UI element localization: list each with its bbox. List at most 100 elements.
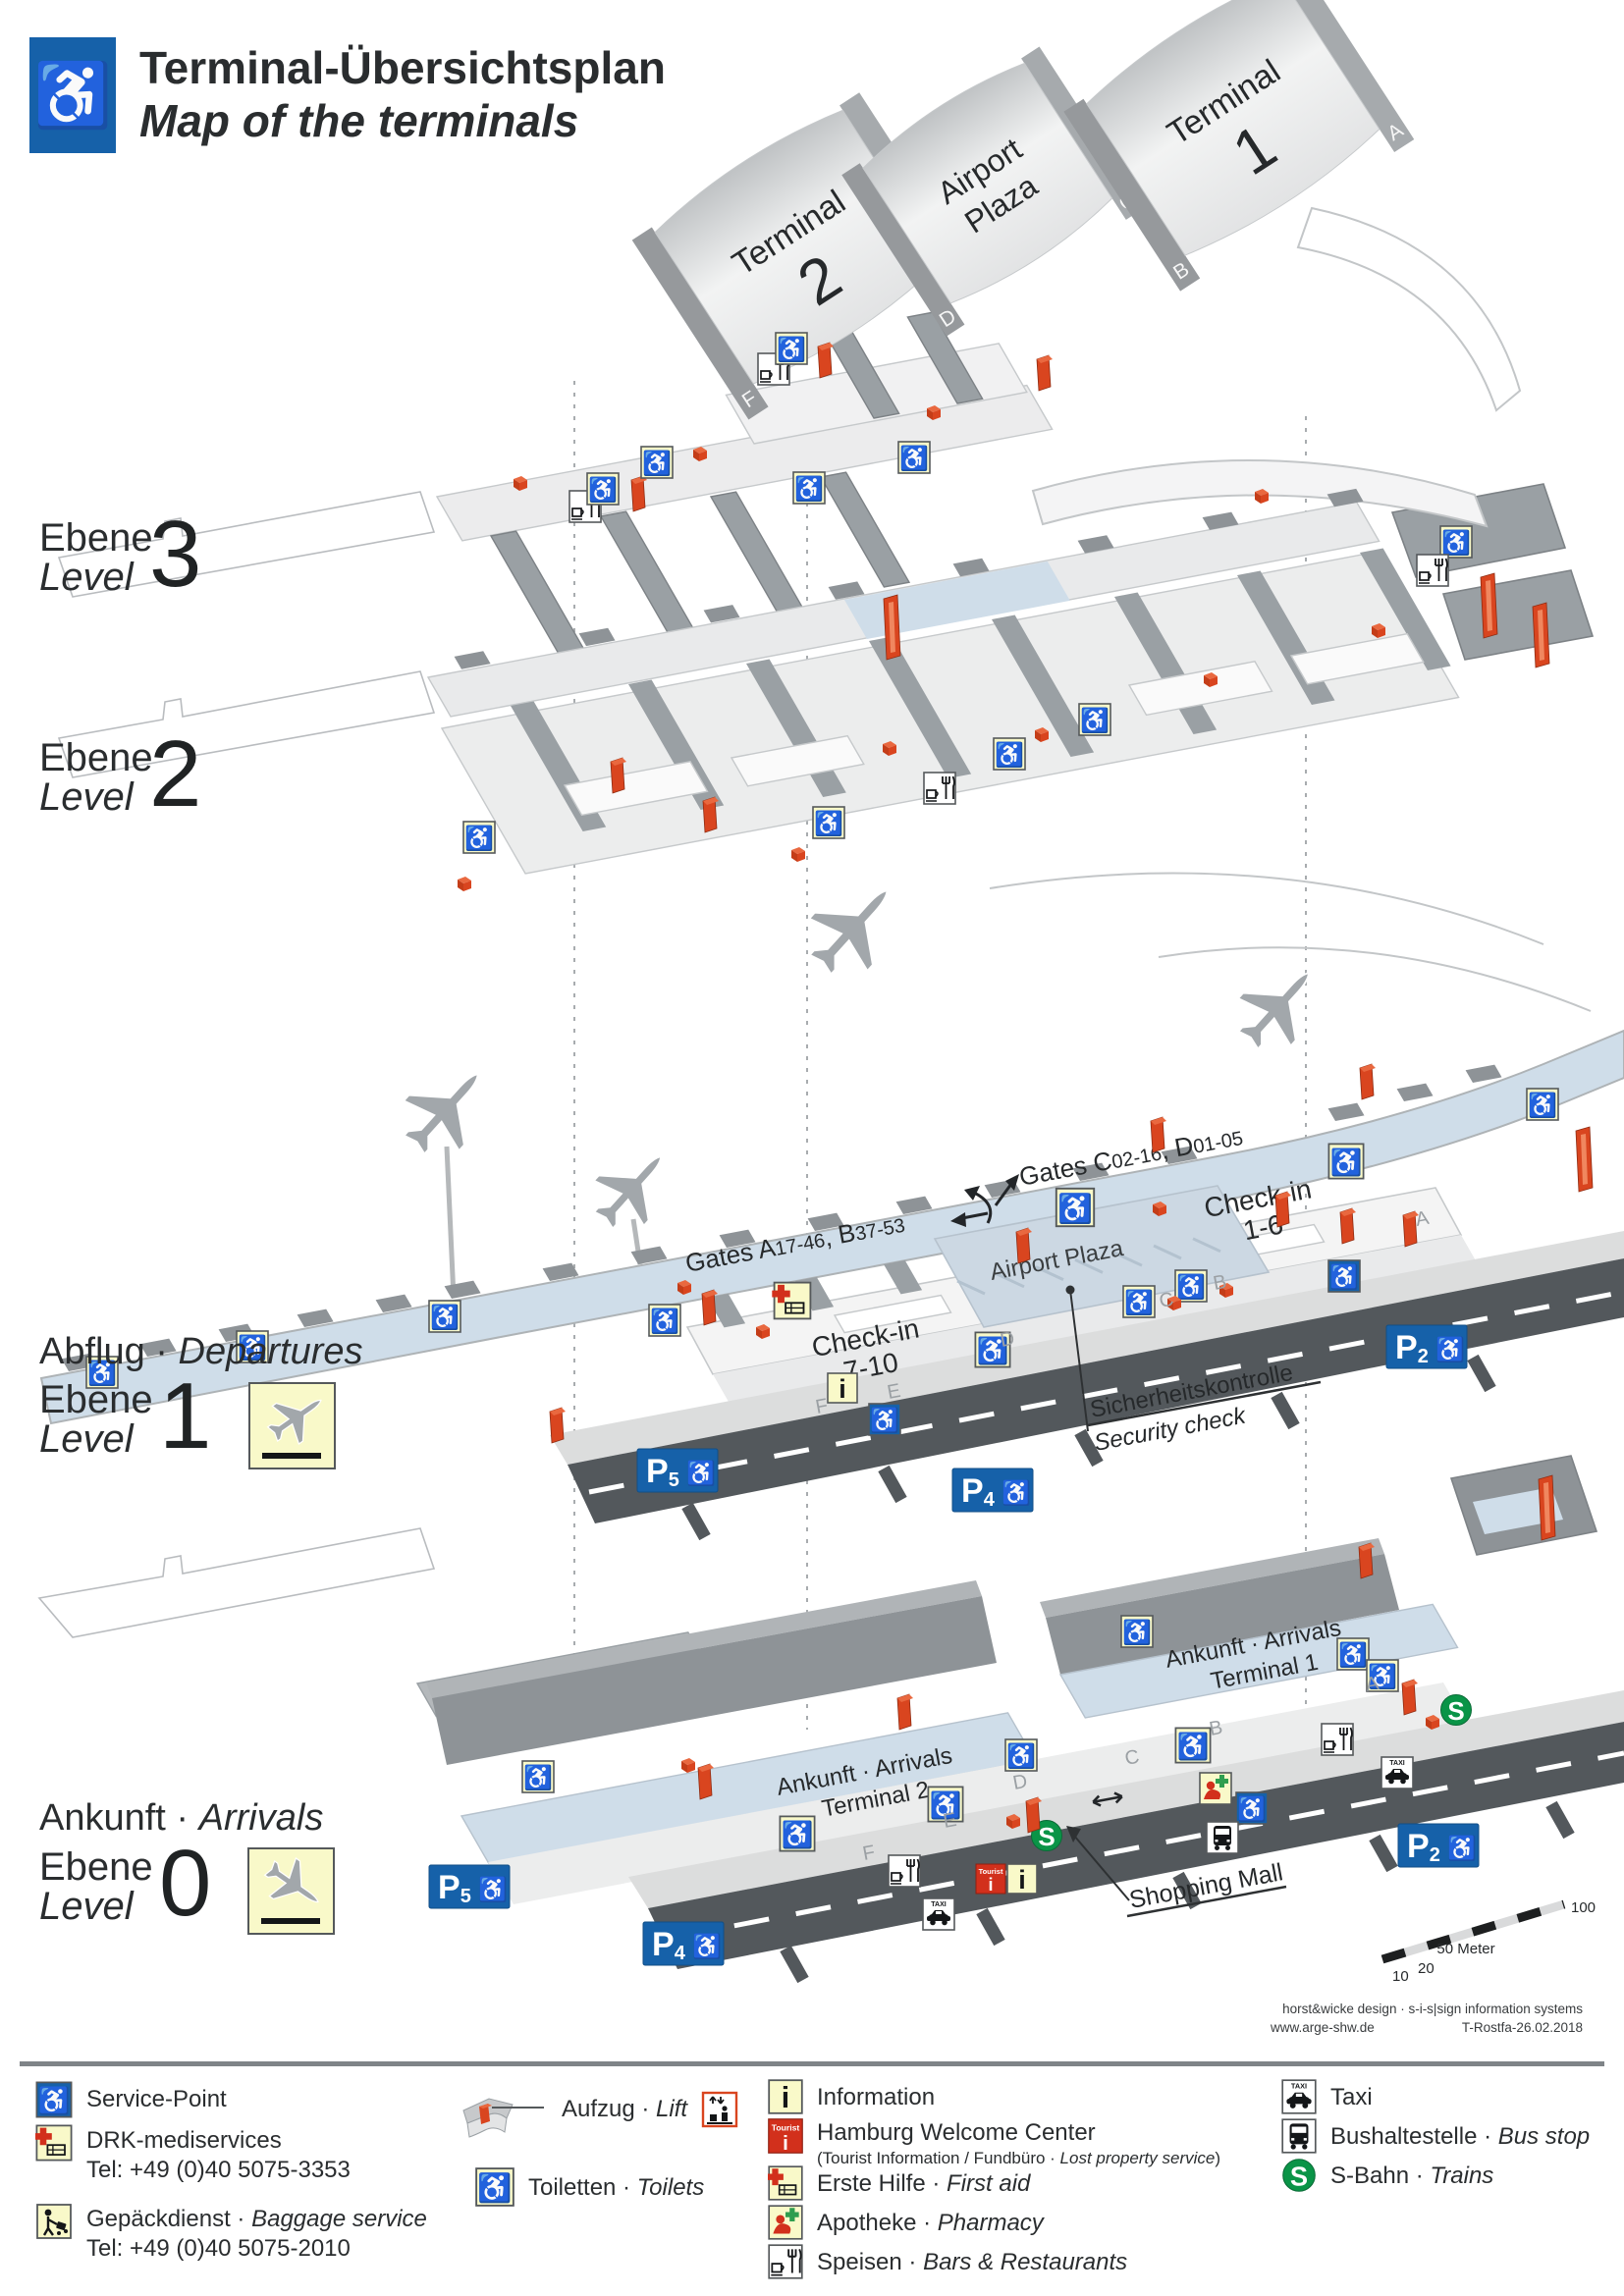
- parking-p2-sign-level0: P2 ♿: [1397, 1823, 1480, 1868]
- svg-text:P2: P2: [1395, 1329, 1429, 1367]
- parking-p4-sign-level1: P4 ♿: [951, 1468, 1034, 1513]
- toilets-icon: [1120, 1615, 1154, 1648]
- legend-bus-stop: Bushaltestelle · Bus stop: [1281, 2118, 1590, 2154]
- toilets-icon: [1055, 1187, 1096, 1228]
- lifttall-icon: [1532, 602, 1550, 668]
- legend-divider: [20, 2061, 1604, 2066]
- service-icon: [1235, 1791, 1269, 1825]
- plane-icon: [789, 863, 918, 992]
- toilets-icon: [1078, 703, 1111, 736]
- service-icon: [1327, 1259, 1361, 1293]
- toilets-icon: [1336, 1637, 1370, 1671]
- toilets-icon: [775, 332, 808, 365]
- baggage-icon: [36, 2204, 72, 2239]
- level-2-level: Level: [39, 775, 134, 819]
- toilets-icon: [897, 441, 931, 474]
- svg-text:P2: P2: [1407, 1828, 1440, 1866]
- credits: horst&wicke design · s-i-s|sign informat…: [1270, 2002, 1583, 2035]
- curb-letter-c: C: [1158, 1289, 1175, 1312]
- legend-lift: Aufzug · Lift: [458, 2091, 738, 2142]
- toilets-icon: [428, 1300, 461, 1333]
- level-1-label: Ebene Level: [39, 1380, 153, 1459]
- legend-taxi: Taxi: [1281, 2079, 1373, 2114]
- svg-text:♿: ♿: [478, 1876, 508, 1903]
- food-icon: [1321, 1723, 1354, 1756]
- toilets-icon: [640, 446, 674, 479]
- toilets-icon: [1327, 1143, 1365, 1180]
- level-2-ebene: Ebene: [39, 736, 153, 779]
- svg-text:♿: ♿: [692, 1933, 722, 1960]
- curb-letter-b: B: [1212, 1271, 1228, 1295]
- legend-information: Information: [768, 2079, 935, 2114]
- level-0-level: Level: [39, 1885, 134, 1928]
- parking-p4-sign-level0: P4 ♿: [642, 1921, 725, 1966]
- legend-pharmacy: Apotheke · Pharmacy: [768, 2205, 1044, 2240]
- arrivals-icon: [247, 1847, 335, 1940]
- terminal-2-roof: Terminal 2 F E: [631, 92, 976, 420]
- arrivals-heading: Ankunft · Arrivals: [39, 1797, 324, 1839]
- cube-icon: [458, 877, 471, 891]
- tourist-icon: [975, 1863, 1006, 1896]
- toilets-icon: [1439, 525, 1473, 559]
- parking-p5-sign-level0: P5 ♿: [428, 1864, 511, 1909]
- cube-icon: [681, 1758, 695, 1773]
- page-title: Terminal-Übersichtsplan Map of the termi…: [139, 41, 666, 148]
- level-0-ebene: Ebene: [39, 1845, 153, 1889]
- curb-letter-d: D: [999, 1328, 1016, 1352]
- svg-text:P4: P4: [652, 1926, 686, 1964]
- legend-first-aid: Erste Hilfe · First aid: [768, 2165, 1030, 2201]
- terminal-1-roof: Terminal 1 B A: [1063, 0, 1415, 292]
- curb-letter-f: F: [861, 1842, 877, 1865]
- service-icon: [868, 1403, 901, 1436]
- legend-sbahn: S-Bahn · Trains: [1281, 2158, 1493, 2193]
- curb-letter-d: D: [1011, 1771, 1029, 1794]
- lift-sign-icon: [701, 2091, 738, 2128]
- svg-text:P5: P5: [438, 1869, 471, 1907]
- lifttall-icon: [1575, 1126, 1594, 1193]
- toilets-icon: [993, 737, 1026, 771]
- floor-plans: [37, 206, 1624, 1984]
- scale-50: 50 Meter: [1436, 1941, 1494, 1957]
- lift-icon: [1359, 1063, 1377, 1100]
- toilets-icon: [521, 1760, 555, 1793]
- level-0-label: Ebene Level: [39, 1847, 153, 1926]
- lift-icon: [549, 1407, 567, 1444]
- toilets-icon: [792, 471, 826, 505]
- wheelchair-icon: ♿: [33, 59, 112, 131]
- lift-3d-icon: [462, 2098, 544, 2138]
- svg-text:P4: P4: [961, 1472, 996, 1511]
- credit-url: www.arge-shw.de: [1270, 2020, 1375, 2035]
- drk-icon: [771, 1281, 812, 1320]
- curb-letter-c: C: [1123, 1746, 1141, 1770]
- curb-letter-b: B: [1208, 1717, 1224, 1740]
- toilets-icon: [1526, 1088, 1559, 1121]
- toilets-icon: [1174, 1269, 1208, 1303]
- food-icon: [923, 772, 956, 805]
- svg-text:♿: ♿: [686, 1460, 716, 1487]
- lift-icon: [896, 1693, 914, 1731]
- curb-letter-a: A: [1414, 1207, 1432, 1231]
- bus-icon: [1206, 1821, 1239, 1854]
- cube-icon: [791, 847, 805, 862]
- food-icon: [1416, 554, 1449, 587]
- curb-letter-e: E: [886, 1380, 902, 1404]
- curb-letter-a: A: [1364, 1673, 1381, 1696]
- lifttall-icon: [883, 594, 901, 661]
- lifttall-icon: [1538, 1474, 1556, 1541]
- departures-heading: Abflug · Departures: [39, 1331, 363, 1372]
- info-icon: [1006, 1863, 1038, 1896]
- accessibility-logo: ♿: [29, 37, 116, 153]
- level-1-ebene: Ebene: [39, 1378, 153, 1421]
- scale-100: 100: [1571, 1899, 1596, 1916]
- level-3-level: Level: [39, 556, 134, 599]
- food-icon: [888, 1854, 921, 1888]
- toilets-icon: [1122, 1285, 1156, 1318]
- lifttall-icon: [1480, 572, 1498, 639]
- toilets-icon: [812, 806, 845, 839]
- legend-welcome-center: Hamburg Welcome Center (Tourist Informat…: [768, 2118, 1220, 2168]
- page-title-en: Map of the terminals: [139, 95, 579, 147]
- sbahn-icon: [1440, 1694, 1472, 1727]
- parking-p5-sign-level1: P5 ♿: [636, 1448, 719, 1493]
